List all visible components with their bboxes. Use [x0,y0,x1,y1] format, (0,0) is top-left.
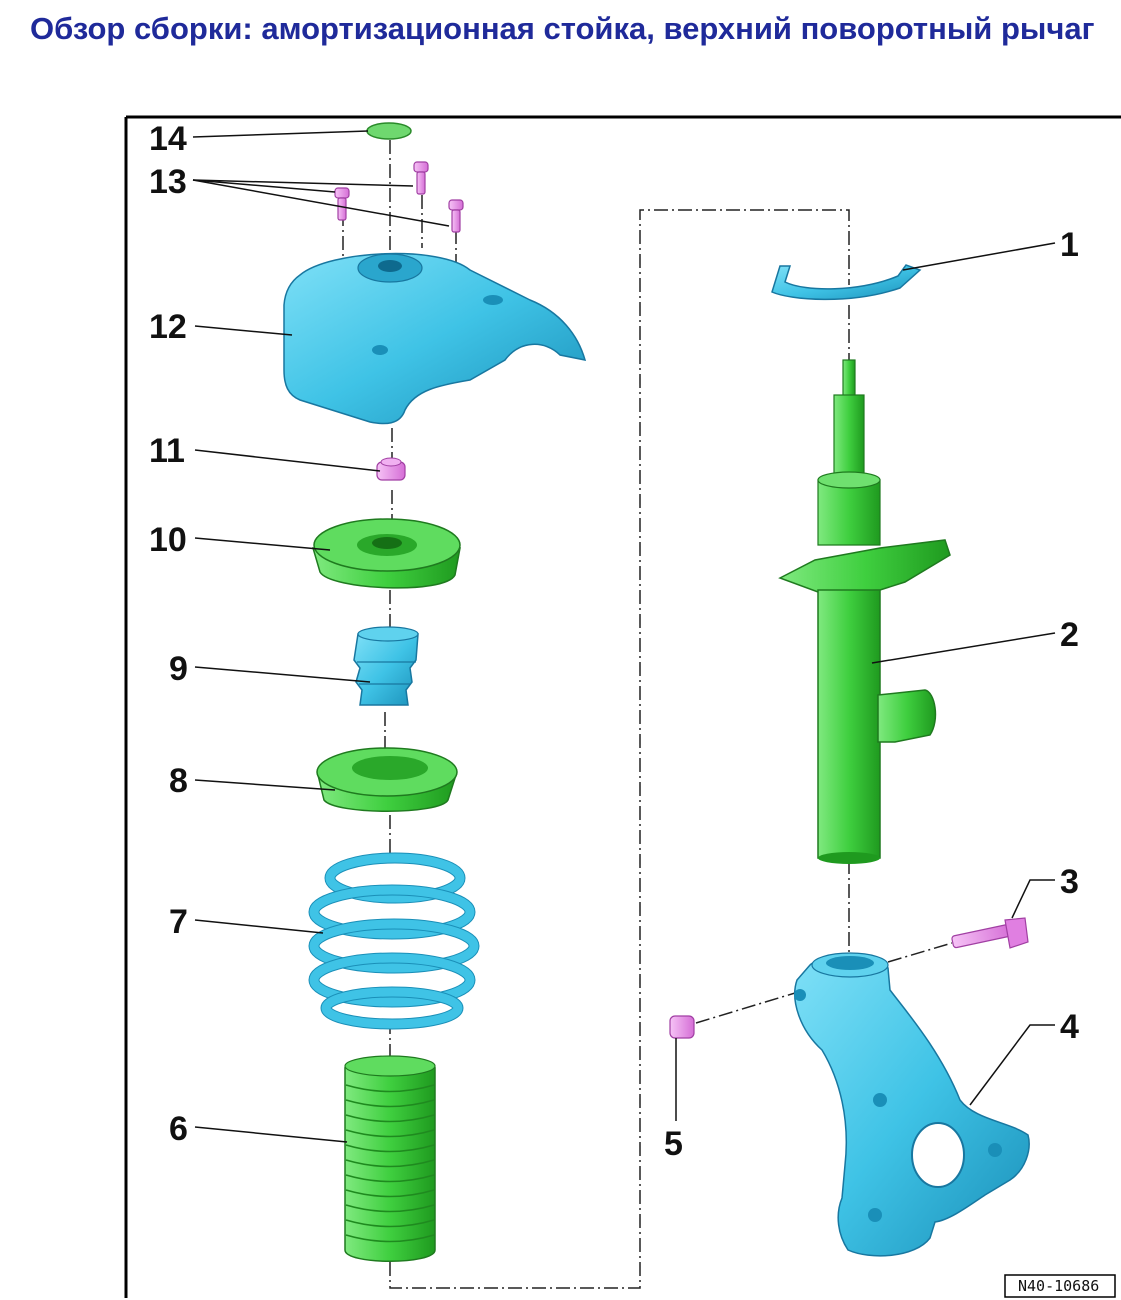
pinch-bolt [951,917,1029,949]
callout-numbers: 14 13 12 11 10 9 8 7 6 1 2 3 4 5 [149,120,1079,1163]
nut-part [376,457,406,481]
reference-code-box: N40-10686 [1004,1274,1116,1298]
callout-14: 14 [149,120,187,158]
page-title: Обзор сборки: амортизационная стойка, ве… [30,11,1095,46]
assembly-axis-lines [342,140,953,1289]
reference-code: N40-10686 [1018,1277,1099,1295]
dust-boot [344,1055,436,1262]
callout-11: 11 [149,432,185,470]
callout-2: 2 [1060,616,1079,654]
bump-stop [353,626,419,706]
leader-lines [192,130,1056,1143]
callout-10: 10 [149,521,187,559]
lower-spring-seat [316,747,458,812]
shock-absorber [778,359,951,864]
callout-5: 5 [664,1125,683,1163]
upper-spring-seat [312,518,461,589]
callout-1: 1 [1060,226,1079,264]
callout-7: 7 [169,903,188,941]
callout-3: 3 [1060,863,1079,901]
coil-spring [308,852,480,1030]
callout-13: 13 [149,163,187,201]
callout-9: 9 [169,650,188,688]
callout-8: 8 [169,762,188,800]
callout-12: 12 [149,308,187,346]
strut-mount-housing [283,252,587,425]
callout-6: 6 [169,1110,188,1148]
callout-4: 4 [1060,1008,1079,1046]
cap-part [366,122,412,140]
bolt-set [334,161,464,233]
steering-knuckle [794,952,1030,1257]
retainer-clip [771,264,922,301]
pinch-nut [669,1015,695,1039]
diagram-frame [124,115,1121,1298]
